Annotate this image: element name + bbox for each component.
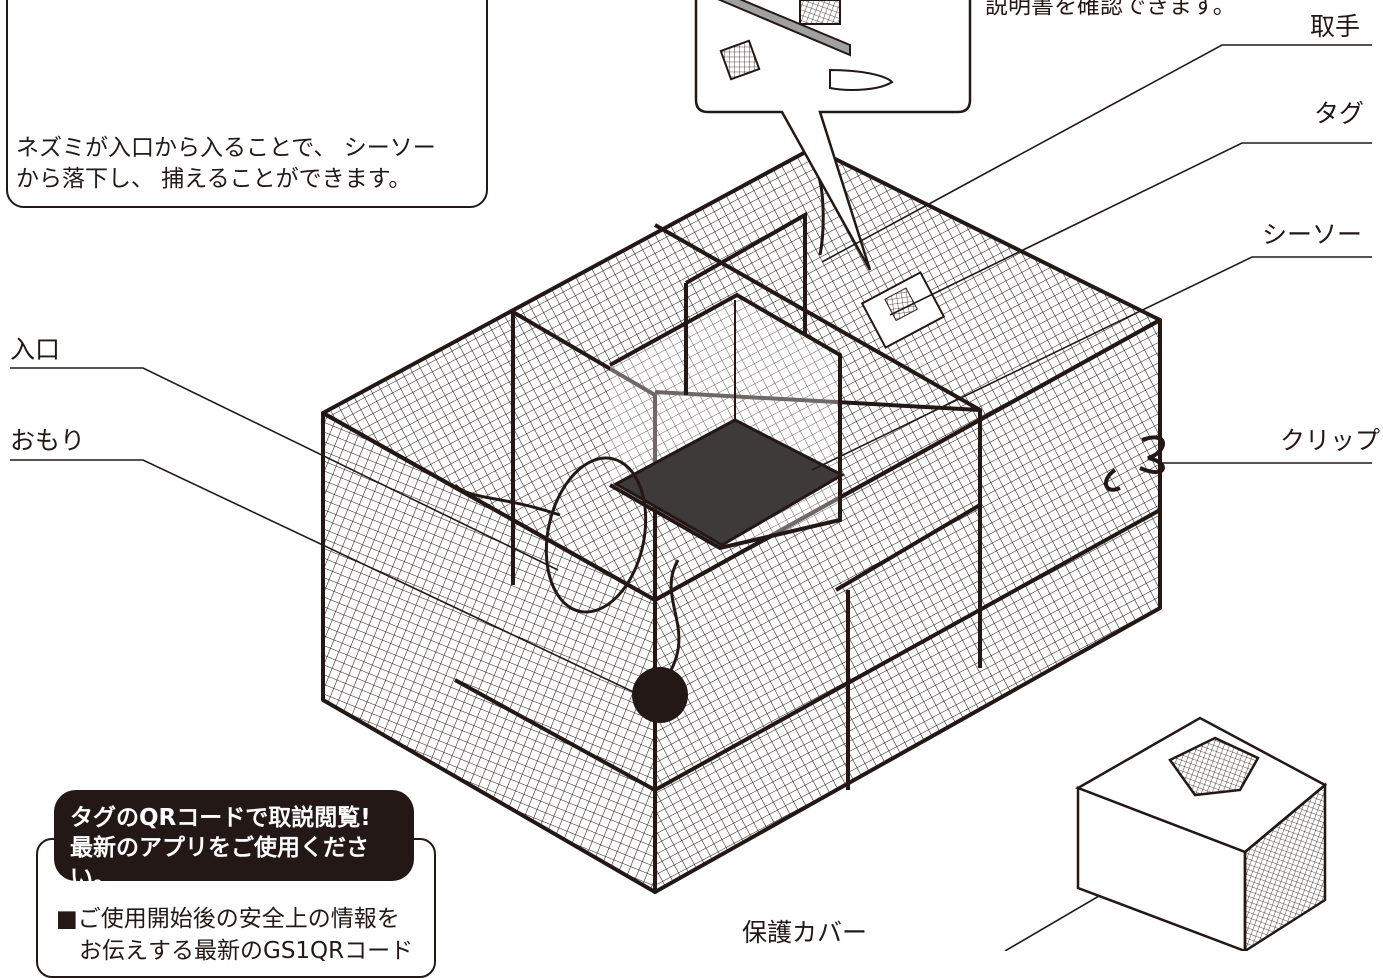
qr-info-line-1: ■ご使用開始後の安全上の情報を — [56, 906, 400, 932]
qr-bubble — [694, 0, 972, 271]
qr-title-line-2: 最新のアプリをご使用ください。 — [70, 835, 369, 891]
label-tag: タグ — [1314, 99, 1365, 128]
clip — [1104, 435, 1165, 492]
label-clip: クリップ — [1280, 426, 1381, 455]
label-entrance: 入口 — [10, 335, 61, 364]
bubble-note: 説明書を確認できます。 — [985, 0, 1236, 19]
callout-line-2: から落下し、 捕えることができます。 — [16, 166, 412, 192]
cage — [321, 146, 1162, 894]
covered-trap — [1075, 716, 1328, 951]
leader-seesaw — [811, 256, 1372, 471]
qr-tag — [860, 271, 946, 349]
rat-trap-illustration — [10, 0, 1372, 951]
leader-entrance — [10, 367, 559, 571]
label-seesaw: シーソー — [1262, 220, 1363, 249]
qr-notice-banner: タグのQRコードで取説閲覧! 最新のアプリをご使用ください。 — [54, 790, 414, 891]
qr-notice-info: ■ご使用開始後の安全上の情報を お伝えする最新のGS1QRコード — [56, 903, 413, 967]
phone-in-hand — [717, 0, 894, 91]
weight — [453, 456, 681, 681]
qr-title-line-1: タグのQRコードで取説閲覧! — [70, 805, 371, 831]
leader-tag — [889, 142, 1372, 316]
cage-right-face — [653, 318, 1162, 894]
weight-ball — [632, 667, 688, 723]
label-weight: おもり — [10, 426, 86, 455]
seesaw-explanation-callout — [6, 0, 488, 208]
callout-text: ネズミが入口から入ることで、 シーソー から落下し、 捕えることができます。 — [16, 133, 436, 195]
callout-line-1: ネズミが入口から入ることで、 シーソー — [16, 135, 436, 161]
seesaw-plate — [612, 418, 846, 547]
label-cover: 保護カバー — [742, 918, 868, 947]
leader-lines — [10, 44, 1372, 951]
label-handle: 取手 — [1310, 12, 1361, 41]
leader-handle — [821, 44, 1372, 263]
qr-info-line-2: お伝えする最新のGS1QRコード — [56, 938, 414, 964]
leader-weight — [10, 459, 641, 696]
